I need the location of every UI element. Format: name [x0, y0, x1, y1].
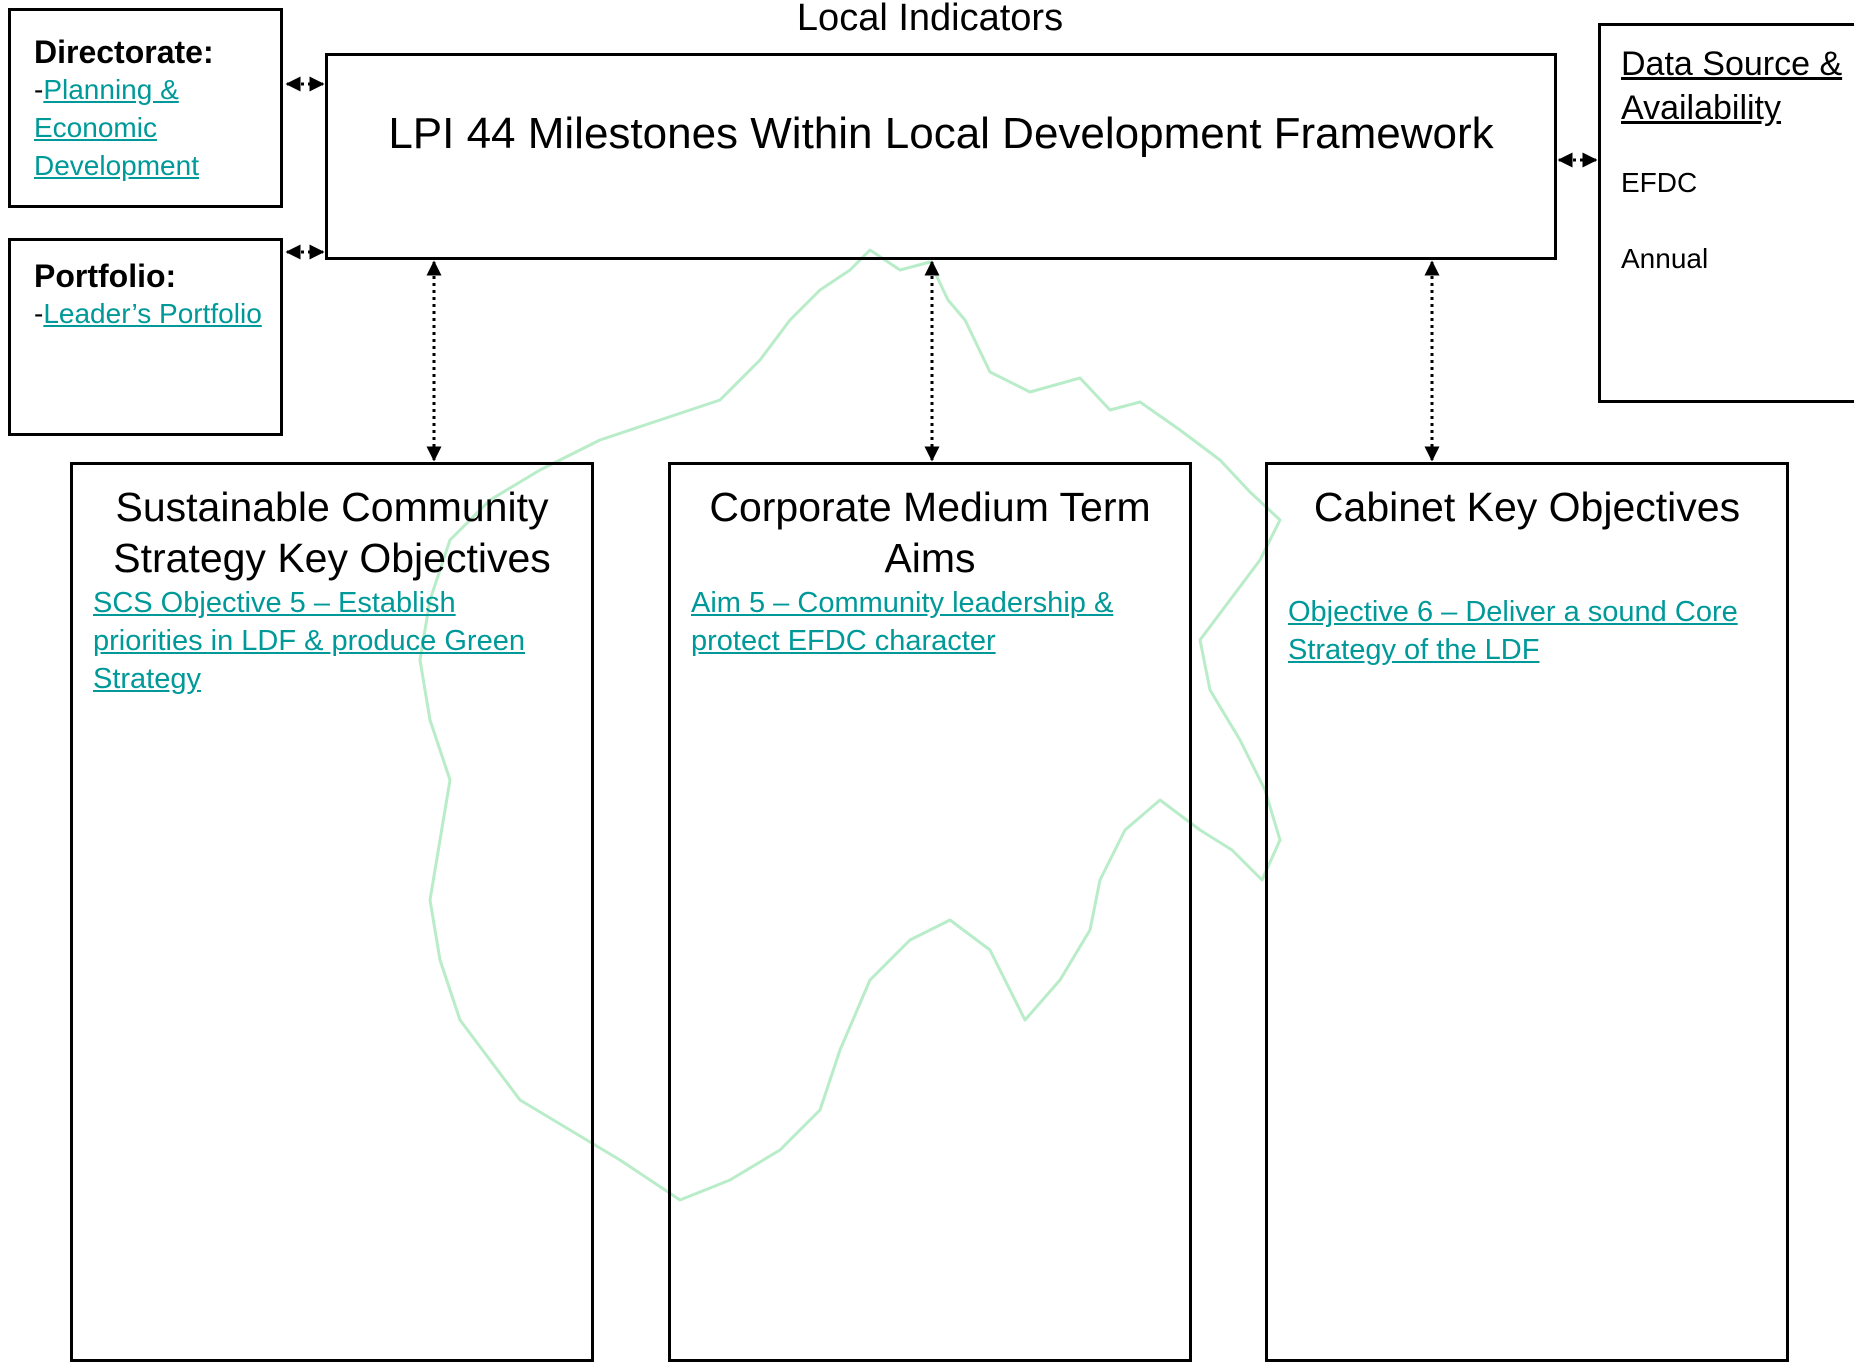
- scs-objectives-box: Sustainable Community Strategy Key Objec…: [70, 462, 594, 1362]
- corporate-aim-item: Aim 5 – Community leadership & protect E…: [691, 584, 1169, 660]
- portfolio-entry: -Leader’s Portfolio: [34, 295, 280, 333]
- corporate-aims-box: Corporate Medium Term Aims Aim 5 – Commu…: [668, 462, 1192, 1362]
- cabinet-objective-link[interactable]: Objective 6 – Deliver a sound Core Strat…: [1288, 596, 1738, 666]
- corporate-aim-link[interactable]: Aim 5 – Community leadership & protect E…: [691, 587, 1114, 657]
- portfolio-prefix: -: [34, 298, 44, 329]
- directorate-link[interactable]: Planning & Economic Development: [34, 74, 199, 181]
- data-source-box: Data Source & Availability EFDC Annual: [1598, 23, 1854, 403]
- directorate-entry: -Planning & Economic Development: [34, 71, 280, 185]
- indicator-title: LPI 44 Milestones Within Local Developme…: [388, 109, 1494, 158]
- corporate-aims-title: Corporate Medium Term Aims: [709, 484, 1151, 581]
- scs-objective-item: SCS Objective 5 – Establish priorities i…: [93, 584, 571, 698]
- data-availability-value: Annual: [1621, 243, 1709, 274]
- indicator-box: LPI 44 Milestones Within Local Developme…: [325, 53, 1557, 260]
- scs-objective-link[interactable]: SCS Objective 5 – Establish priorities i…: [93, 587, 525, 695]
- data-source-heading: Data Source & Availability: [1621, 45, 1843, 127]
- directorate-box: Directorate: -Planning & Economic Develo…: [8, 8, 283, 208]
- scs-objectives-title: Sustainable Community Strategy Key Objec…: [113, 484, 551, 581]
- directorate-heading: Directorate:: [34, 34, 214, 70]
- page-title: Local Indicators: [796, 0, 1064, 39]
- portfolio-box: Portfolio: -Leader’s Portfolio: [8, 238, 283, 436]
- data-source-value: EFDC: [1621, 167, 1698, 198]
- portfolio-link[interactable]: Leader’s Portfolio: [43, 298, 262, 329]
- cabinet-objectives-title: Cabinet Key Objectives: [1313, 484, 1741, 530]
- cabinet-objective-item: Objective 6 – Deliver a sound Core Strat…: [1288, 593, 1766, 669]
- directorate-prefix: -: [34, 74, 44, 105]
- portfolio-heading: Portfolio:: [34, 258, 177, 294]
- cabinet-objectives-box: Cabinet Key Objectives Objective 6 – Del…: [1265, 462, 1789, 1362]
